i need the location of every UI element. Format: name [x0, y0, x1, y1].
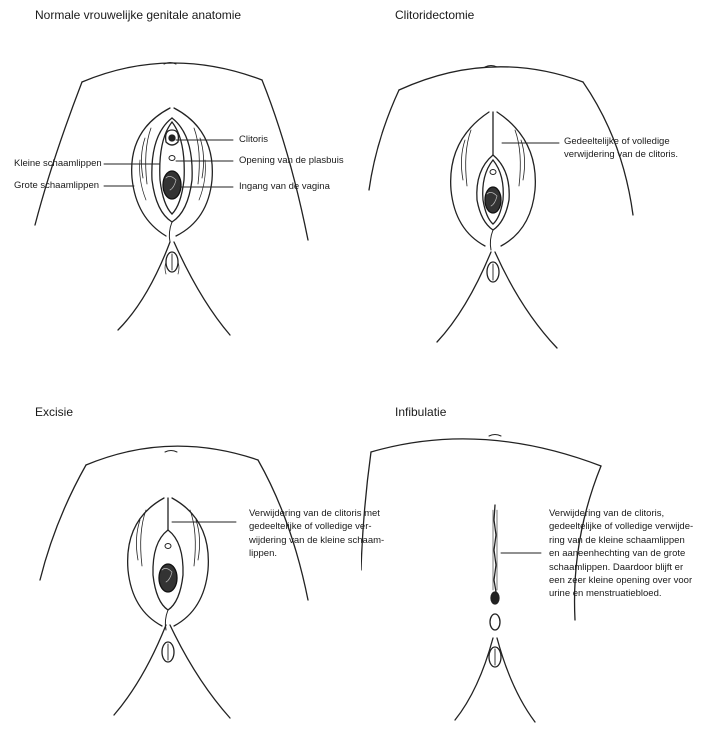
description-line: Verwijdering van de clitoris, — [549, 507, 693, 520]
description-line: verwijdering van de clitoris. — [564, 148, 678, 161]
description-line: Gedeeltelijke of volledige — [564, 135, 678, 148]
description-line: ring van de kleine schaamlippen — [549, 534, 693, 547]
clitoridectomie-description: Gedeeltelijke of volledige verwijdering … — [564, 135, 678, 162]
description-line: schaamlippen. Daardoor blijft er — [549, 561, 693, 574]
description-line: gedeeltelijke of volledige verwijde- — [549, 520, 693, 533]
panel-clitoridectomie: Clitoridectomie Gedeeltelijke of volledi… — [361, 0, 722, 370]
description-line: een zeer kleine opening over voor — [549, 574, 693, 587]
panel-infibulatie: Infibulatie Verwijdering van de clitoris… — [361, 370, 722, 740]
panel-excisie: Excisie Verwijdering van de clitoris met… — [0, 370, 361, 740]
infibulatie-description: Verwijdering van de clitoris, gedeelteli… — [549, 507, 693, 601]
label-clitoris: Clitoris — [239, 133, 268, 146]
label-labia-minora: Kleine schaamlippen — [14, 157, 102, 170]
clitoridectomie-illustration — [361, 0, 722, 370]
label-vaginal-opening: Ingang van de vagina — [239, 180, 330, 193]
description-line: urine en menstruatiebloed. — [549, 587, 693, 600]
panel-normal-anatomy: Normale vrouwelijke genitale anatomie — [0, 0, 361, 370]
description-line: en aaneenhechting van de grote — [549, 547, 693, 560]
label-labia-majora: Grote schaamlippen — [14, 179, 99, 192]
label-urethra-opening: Opening van de plasbuis — [239, 154, 344, 167]
